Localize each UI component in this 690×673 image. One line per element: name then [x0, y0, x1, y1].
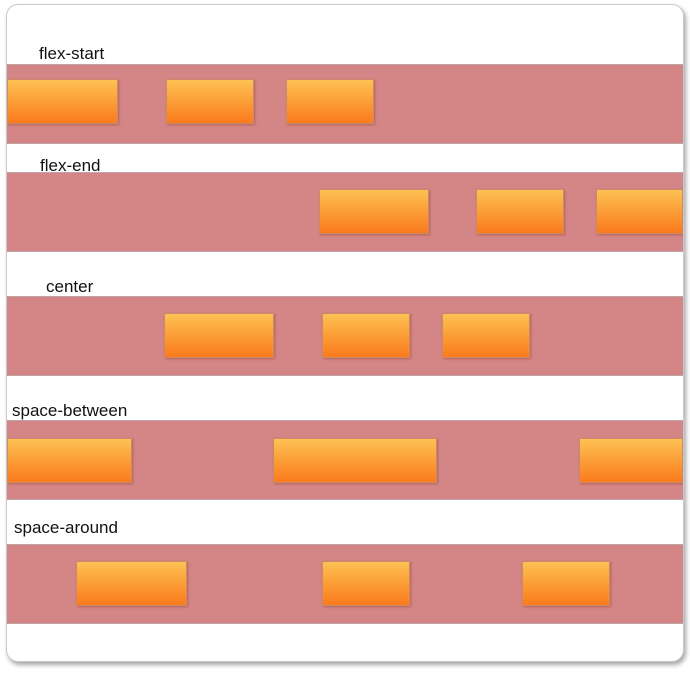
flex-item-3 — [286, 79, 374, 124]
flex-item-3 — [596, 189, 683, 234]
flex-container-flex-end — [7, 172, 683, 252]
flex-item-2 — [166, 79, 254, 124]
flex-item-2 — [322, 561, 410, 606]
flex-item-1 — [319, 189, 429, 234]
flex-container-flex-start — [7, 64, 683, 144]
flex-item-2 — [476, 189, 564, 234]
row-label-center: center — [46, 277, 94, 296]
flex-item-1 — [76, 561, 187, 606]
flex-container-space-around — [7, 544, 683, 624]
flex-item-1 — [7, 438, 132, 483]
flex-item-3 — [442, 313, 530, 358]
row-label-flex-start: flex-start — [39, 44, 105, 63]
flex-container-space-between — [7, 420, 683, 500]
flex-item-1 — [7, 79, 118, 124]
flex-item-2 — [273, 438, 437, 483]
diagram-frame: flex-start flex-end center space-between… — [6, 4, 684, 662]
row-label-space-between: space-between — [12, 401, 128, 420]
flex-item-2 — [322, 313, 410, 358]
row-label-space-around: space-around — [14, 518, 118, 537]
flex-item-3 — [522, 561, 610, 606]
row-label-flex-end: flex-end — [40, 156, 101, 175]
flex-item-3 — [579, 438, 683, 483]
flex-item-1 — [164, 313, 274, 358]
flex-container-center — [7, 296, 683, 376]
